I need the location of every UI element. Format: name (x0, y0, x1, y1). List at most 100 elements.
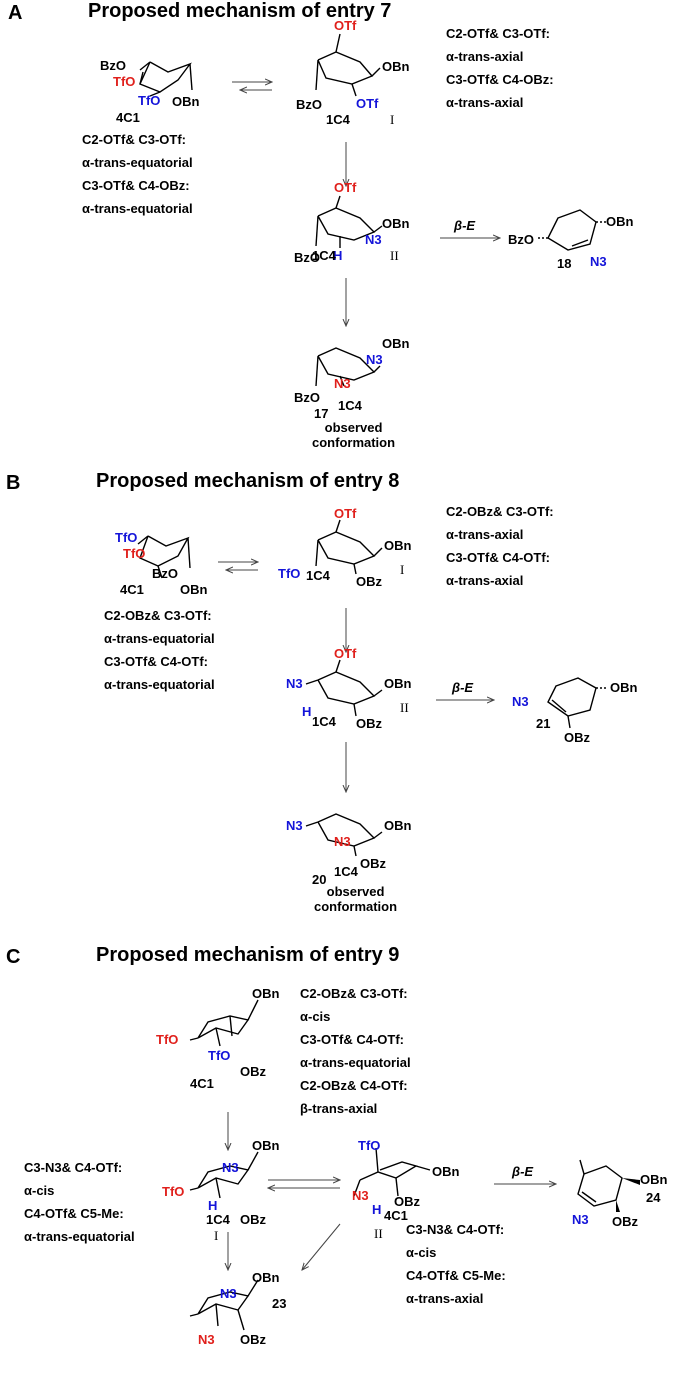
b-start-label-tfo-blue: TfO (115, 530, 138, 545)
c-int2-note-2: α-cis (406, 1245, 437, 1260)
c-start-label-obn: OBn (252, 986, 280, 1001)
c-start-label-tfo-red: TfO (156, 1032, 179, 1047)
b-elim-number: 21 (536, 716, 551, 731)
b-int1-label-tfo: TfO (278, 566, 301, 581)
a-product-ring (315, 347, 381, 387)
b-int1-notes: C2-OBz& C3-OTf: α-trans-axial C3-OTf& C4… (446, 500, 554, 592)
c-int1-label-h: H (208, 1198, 218, 1213)
c-int2-label-obn: OBn (432, 1164, 460, 1179)
a-product-caption-1: observed (324, 420, 383, 435)
a-start-label-obn: OBn (172, 94, 200, 109)
b-start-label-tfo-red: TfO (123, 546, 146, 561)
a-int1-label-bzo: BzO (296, 97, 322, 112)
a-product-label-n3-red: N3 (334, 376, 351, 391)
b-int2-label-otf: OTf (334, 646, 357, 661)
c-int1-conformation: 1C4 (206, 1212, 230, 1227)
c-start-label-tfo-blue: TfO (208, 1048, 231, 1063)
panel-letter-a: A (8, 2, 23, 24)
b-product-label-obn: OBn (384, 818, 412, 833)
a-int2-roman: II (390, 248, 399, 263)
a-int2-label-otf: OTf (334, 180, 357, 195)
c-elim-label-obn: OBn (640, 1172, 668, 1187)
b-product-ring (305, 813, 383, 857)
b-int2-label-n3: N3 (286, 676, 303, 691)
a-int1-notes: C2-OTf& C3-OTf: α-trans-axial C3-OTf& C4… (446, 22, 554, 114)
a-product-label-obn: OBn (382, 336, 410, 351)
b-start-label-bzo: BzO (152, 566, 178, 581)
b-int1-conformation: 1C4 (306, 568, 330, 583)
b-int1-note-3: C3-OTf& C4-OTf: (446, 550, 550, 565)
b-int2-conformation: 1C4 (312, 714, 336, 729)
b-start-note-2: α-trans-equatorial (104, 631, 215, 646)
a-int1-note-2: α-trans-axial (446, 49, 524, 64)
a-int2-label-h: H (333, 248, 343, 263)
b-product-number: 20 (312, 872, 327, 887)
b-start-note-3: C3-OTf& C4-OTf: (104, 654, 208, 669)
a-elim-label: β-E (454, 218, 476, 233)
b-int1-label-otf: OTf (334, 506, 357, 521)
c-start-note-5: C2-OBz& C4-OTf: (300, 1078, 408, 1093)
c-int1-ring (189, 1151, 259, 1199)
a-elim-label-n3: N3 (590, 254, 607, 269)
b-int1-note-2: α-trans-axial (446, 527, 524, 542)
b-start-note-4: α-trans-equatorial (104, 677, 215, 692)
b-start-ring (137, 535, 191, 579)
a-start-note-2: α-trans-equatorial (82, 155, 193, 170)
c-start-ring (189, 999, 259, 1047)
panel-title-b: Proposed mechanism of entry 8 (96, 470, 400, 492)
c-int1-label-tfo: TfO (162, 1184, 185, 1199)
c-start-note-2: α-cis (300, 1009, 331, 1024)
a-product-label-n3-blue: N3 (366, 352, 383, 367)
b-int1-label-obn: OBn (384, 538, 412, 553)
a-int1-label-obn: OBn (382, 59, 410, 74)
b-elim-label: β-E (452, 680, 474, 695)
b-start-conformation: 4C1 (120, 582, 144, 597)
c-int2-label-h: H (372, 1202, 382, 1217)
c-int1-note-4: α-trans-equatorial (24, 1229, 135, 1244)
b-int2-label-obz: OBz (356, 716, 382, 731)
b-product-caption: observed conformation (314, 884, 397, 914)
b-int2-label-obn: OBn (384, 676, 412, 691)
c-start-note-6: β-trans-axial (300, 1101, 378, 1116)
b-int2-label-h: H (302, 704, 312, 719)
b-start-label-obn: OBn (180, 582, 208, 597)
a-start-label-tfo-blue: TfO (138, 93, 161, 108)
c-product-label-obn: OBn (252, 1270, 280, 1285)
a-product-label-bzo: BzO (294, 390, 320, 405)
c-product-label-obz: OBz (240, 1332, 266, 1347)
c-int1-note-1: C3-N3& C4-OTf: (24, 1160, 123, 1175)
panel-title-a: Proposed mechanism of entry 7 (88, 0, 392, 22)
a-product-conformation: 1C4 (338, 398, 362, 413)
c-int1-notes: C3-N3& C4-OTf: α-cis C4-OTf& C5-Me: α-tr… (24, 1156, 135, 1248)
c-elim-number: 24 (646, 1190, 661, 1205)
b-int1-roman: I (400, 562, 405, 577)
a-int2-ring (315, 195, 383, 248)
a-int1-note-3: C3-OTf& C4-OBz: (446, 72, 554, 87)
b-elim-label-obn: OBn (610, 680, 638, 695)
c-int1-label-n3: N3 (222, 1160, 239, 1175)
a-int1-note-1: C2-OTf& C3-OTf: (446, 26, 550, 41)
c-int2-label-tfo: TfO (358, 1138, 381, 1153)
c-product-number: 23 (272, 1296, 287, 1311)
c-arrow-3 (302, 1223, 341, 1270)
a-start-note-4: α-trans-equatorial (82, 201, 193, 216)
c-int2-note-1: C3-N3& C4-OTf: (406, 1222, 505, 1237)
a-start-ring (139, 61, 193, 97)
b-int1-note-1: C2-OBz& C3-OTf: (446, 504, 554, 519)
b-int2-ring (305, 659, 383, 717)
c-elim-label-n3: N3 (572, 1212, 589, 1227)
c-int1-note-2: α-cis (24, 1183, 55, 1198)
c-start-note-3: C3-OTf& C4-OTf: (300, 1032, 404, 1047)
c-start-notes: C2-OBz& C3-OTf: α-cis C3-OTf& C4-OTf: α-… (300, 982, 411, 1120)
a-int1-label-otf-red: OTf (334, 18, 357, 33)
c-int1-note-3: C4-OTf& C5-Me: (24, 1206, 124, 1221)
a-start-note-1: C2-OTf& C3-OTf: (82, 132, 186, 147)
a-product-caption: observed conformation (312, 420, 395, 450)
b-start-note-1: C2-OBz& C3-OTf: (104, 608, 212, 623)
b-int2-roman: II (400, 700, 409, 715)
c-start-label-obz: OBz (240, 1064, 266, 1079)
b-elim-label-n3: N3 (512, 694, 529, 709)
b-product-label-obz: OBz (360, 856, 386, 871)
a-start-note-3: C3-OTf& C4-OBz: (82, 178, 190, 193)
a-int1-ring (315, 33, 381, 97)
